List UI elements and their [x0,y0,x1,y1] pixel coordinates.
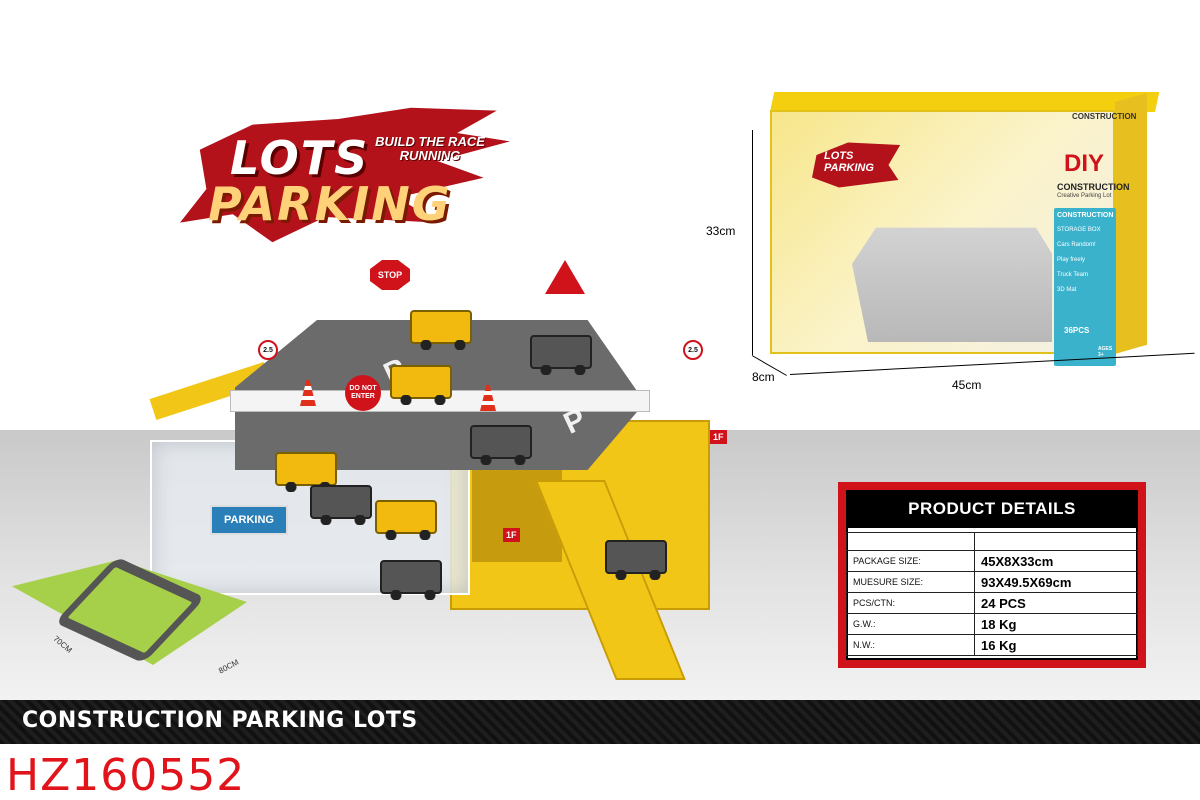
depth-label: 8cm [752,370,775,384]
parking-playset: P P STOP DO NOT ENTER 2.5 2.5 PARKING 1F… [149,260,730,680]
box-diy: DIY [1064,150,1105,177]
tanker-truck [410,310,472,350]
width-line [789,352,1195,375]
table-row: G.W.:18 Kg [845,613,1138,635]
dump-truck [380,560,442,600]
box-feature-list: STORAGE BOX Cars Random! Play freely Tru… [1054,218,1101,293]
box-brand: CONSTRUCTION [1072,112,1137,121]
details-title: PRODUCT DETAILS [846,490,1138,528]
box-feature: Cars Random! [1057,242,1096,248]
details-table: PACKAGE SIZE:45X8X33cm MUESURE SIZE:93X4… [845,532,1138,656]
dump-truck [470,425,532,465]
model-number: HZ160552 [6,750,246,800]
box-feature: STORAGE BOX [1057,227,1101,233]
height-limit-sign: 2.5 [258,340,278,360]
table-row: PCS/CTN:24 PCS [845,592,1138,614]
parking-tag: PARKING [210,505,288,535]
warning-sign [545,260,585,294]
box-front: LOTS PARKING CONSTRUCTION DIY CONSTRUCTI… [770,110,1136,366]
box-side [1115,92,1147,354]
box-feature: Truck Team [1057,272,1089,278]
detail-label: G.W.: [845,613,976,635]
height-limit-sign: 2.5 [683,340,703,360]
detail-value: 93X49.5X69cm [974,571,1138,593]
product-name-banner: CONSTRUCTION PARKING LOTS [0,700,1200,744]
table-row: MUESURE SIZE:93X49.5X69cm [845,571,1138,593]
level-marker: 1F [710,430,727,444]
table-row: PACKAGE SIZE:45X8X33cm [845,550,1138,572]
box-top [770,92,1160,112]
stop-sign: STOP [370,260,410,290]
logo-tagline: BUILD THE RACE RUNNING [375,134,485,163]
dark-truck [310,485,372,525]
detail-value: 18 Kg [974,613,1138,635]
box-logo-text: LOTS PARKING [824,150,874,174]
detail-label: N.W.: [845,634,976,656]
box-feature: Play freely [1057,257,1086,263]
dark-truck [530,335,592,375]
detail-label: PACKAGE SIZE: [845,550,976,572]
tanker-truck [390,365,452,405]
width-label: 45cm [952,378,982,392]
detail-value: 16 Kg [974,634,1138,656]
detail-value: 24 PCS [974,592,1138,614]
yellow-truck [275,452,337,492]
detail-value: 45X8X33cm [974,550,1138,572]
brand-logo: LOTS BUILD THE RACE RUNNING PARKING [180,95,520,255]
product-details-panel: PRODUCT DETAILS PACKAGE SIZE:45X8X33cm M… [838,482,1146,668]
box-age: AGES 3+ [1098,346,1113,358]
ramp-truck [605,540,667,580]
box-piece-count: 36PCS [1064,326,1090,335]
logo-line2: PARKING [208,177,452,231]
height-line [752,130,753,355]
height-label: 33cm [706,224,736,238]
yellow-truck [375,500,437,540]
no-entry-sign: DO NOT ENTER [345,375,381,411]
table-row: N.W.:16 Kg [845,634,1138,656]
logo-line1: LOTS [230,131,370,185]
table-row [845,532,1138,551]
detail-label: MUESURE SIZE: [845,571,976,593]
level-marker: 1F [503,528,520,542]
detail-label: PCS/CTN: [845,592,976,614]
box-illustration [852,227,1052,342]
box-logo: LOTS PARKING [812,142,901,188]
box-feature: 3D Mat [1057,287,1077,293]
product-name: CONSTRUCTION PARKING LOTS [22,708,418,733]
box-panel-title: CONSTRUCTION [1057,212,1114,219]
package-box-photo: LOTS PARKING CONSTRUCTION DIY CONSTRUCTI… [770,92,1160,366]
box-title: CONSTRUCTION [1057,182,1130,192]
box-subtitle: Creative Parking Lot [1057,193,1112,199]
box-feature-panel: CONSTRUCTION STORAGE BOX Cars Random! Pl… [1054,208,1116,366]
